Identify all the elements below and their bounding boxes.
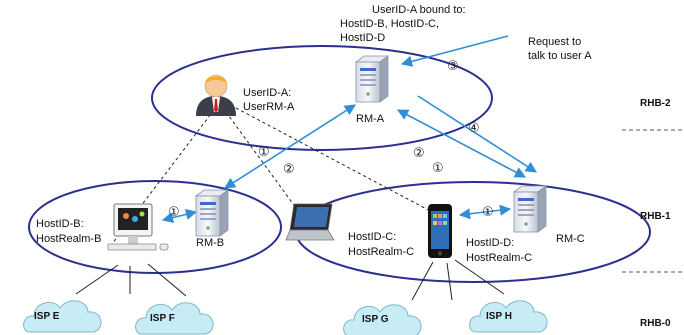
isp-link-h [454, 259, 505, 295]
step-marker-4: ④ [468, 121, 480, 136]
request-note-line1: Request to [528, 36, 581, 48]
binding-note-line1: UserID-A bound to: [372, 4, 466, 16]
realm-ellipse-left [28, 180, 282, 274]
server-rm-a-icon [355, 55, 389, 103]
user-label-line1: UserID-A: [243, 87, 291, 99]
step-marker-1-left: ① [258, 145, 270, 160]
host-d-label-line1: HostID-D: [466, 237, 514, 249]
layer-label-rhb-0: RHB-0 [640, 318, 671, 329]
step-marker-3: ③ [447, 59, 459, 74]
smartphone-icon [428, 204, 452, 258]
isp-f-label: ISP F [150, 313, 175, 324]
arrow-request-in [400, 35, 509, 67]
isp-link-g [411, 261, 434, 301]
host-c-label-line1: HostID-C: [348, 231, 396, 243]
realm-ellipse-top [151, 45, 493, 151]
isp-link-e [75, 264, 119, 295]
host-c-label-line2: HostRealm-C [348, 246, 414, 258]
user-avatar-icon [196, 74, 236, 116]
arrow-rm-c-host-d [458, 204, 512, 220]
step-marker-1-right: ① [432, 161, 444, 176]
host-d-label-line2: HostRealm-C [466, 252, 532, 264]
isp-h-label: ISP H [486, 311, 512, 322]
cloud-isp-e [23, 300, 102, 333]
binding-note-line2: HostID-B, HostID-C, [340, 18, 439, 30]
isp-link-mid2 [446, 262, 453, 301]
server-rm-b-icon [195, 189, 229, 237]
isp-link-f [147, 263, 187, 297]
step-marker-1-rm-c: ① [482, 205, 494, 220]
cloud-isp-f [135, 302, 214, 335]
cloud-isp-h [469, 300, 548, 333]
step-marker-1-rm-b: ① [168, 205, 180, 220]
arrow-rm-a-rm-b [224, 104, 356, 189]
binding-note-line3: HostID-D [340, 32, 385, 44]
arrow-rm-a-rm-c-forward [417, 95, 537, 173]
step-marker-2-right: ② [413, 146, 425, 161]
layer-label-rhb-1: RHB-1 [640, 211, 671, 222]
binding-line-user-host-c [225, 111, 297, 209]
server-rm-c-label: RM-C [556, 233, 585, 245]
host-b-label-line1: HostID-B: [36, 218, 84, 230]
server-rm-a-label: RM-A [356, 113, 385, 125]
arrow-rm-b-host-b [161, 208, 198, 224]
cloud-isp-g [343, 304, 422, 335]
server-rm-c-icon [513, 185, 547, 233]
host-b-label-line2: HostRealm-B [36, 233, 101, 245]
isp-e-label: ISP E [34, 311, 60, 322]
user-label-line2: UserRM-A [243, 101, 295, 113]
desktop-computer-icon [107, 203, 169, 251]
layer-label-rhb-2: RHB-2 [640, 98, 671, 109]
server-rm-b-label: RM-B [196, 237, 224, 249]
laptop-icon [285, 203, 335, 241]
step-marker-2-left: ② [283, 162, 295, 177]
arrow-rm-a-rm-c [397, 109, 526, 178]
isp-g-label: ISP G [362, 314, 389, 325]
request-note-line2: talk to user A [528, 50, 592, 62]
